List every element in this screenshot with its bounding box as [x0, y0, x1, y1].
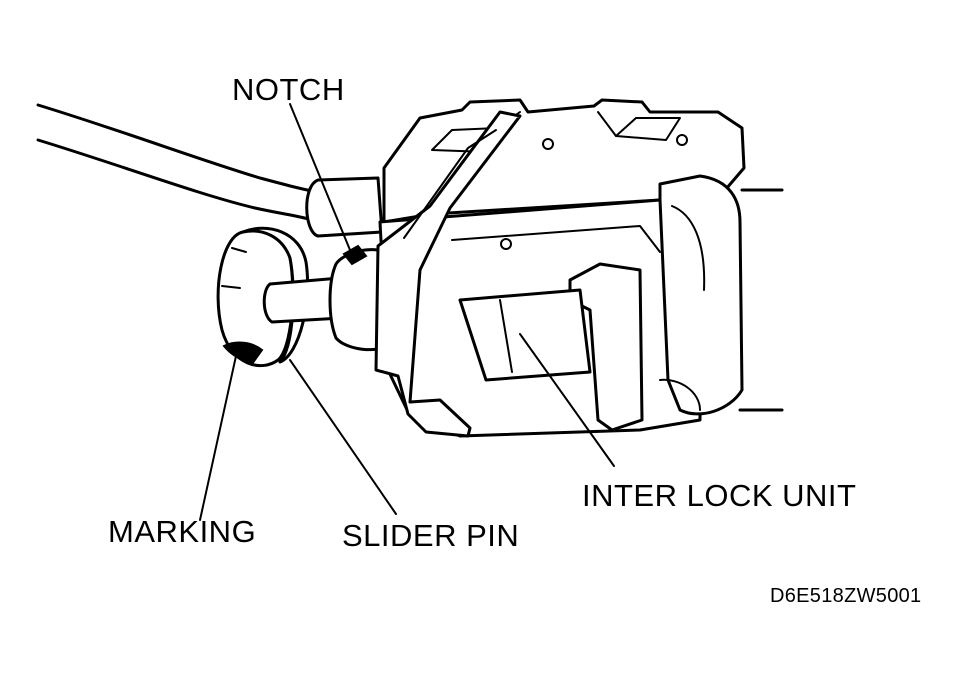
leader-marking: [199, 355, 237, 521]
interlock-body: [374, 98, 784, 438]
cable: [36, 103, 320, 222]
label-figure-code: D6E518ZW5001: [770, 585, 922, 607]
marking-indicator: [222, 341, 264, 366]
dial-knob: [216, 226, 310, 368]
label-marking: MARKING: [108, 514, 257, 549]
slider-pin: [262, 244, 392, 352]
label-slider-pin: SLIDER PIN: [342, 518, 520, 553]
leader-lines: [199, 103, 615, 521]
cable-boot: [305, 176, 384, 238]
leader-notch: [289, 103, 351, 251]
leader-slider-pin: [289, 359, 397, 515]
notch-mark: [342, 244, 368, 266]
leader-inter-lock-unit: [519, 333, 615, 467]
label-inter-lock-unit: INTER LOCK UNIT: [582, 478, 857, 513]
label-notch: NOTCH: [232, 72, 345, 107]
